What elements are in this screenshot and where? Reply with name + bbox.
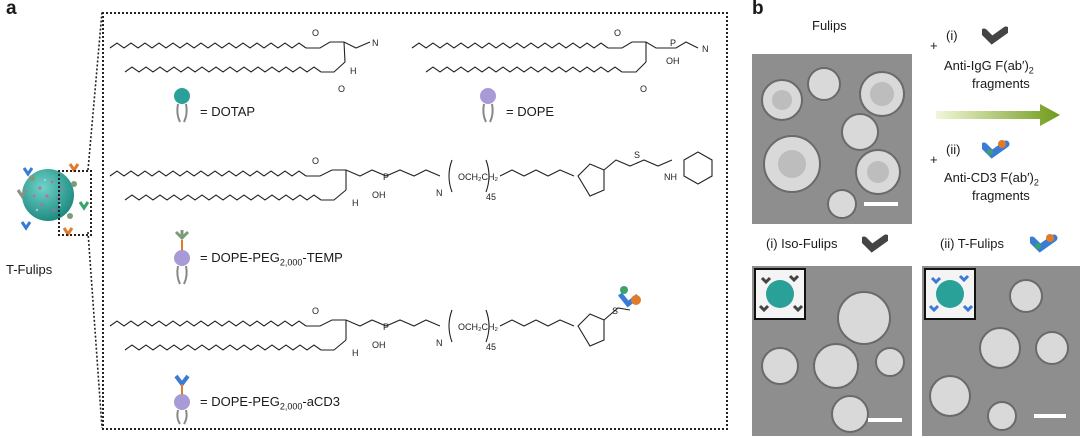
dotap-acyl-chain-lower <box>124 66 322 73</box>
step-ii-line2: fragments <box>972 188 1030 203</box>
zoom-box <box>58 170 92 236</box>
legend-prefix: = <box>200 394 212 409</box>
atom-oh: OH <box>666 56 680 66</box>
iso-fulips-title: (i) Iso-Fulips <box>766 236 838 251</box>
step-ii-subscript: 2 <box>1033 177 1039 188</box>
scale-bar <box>864 202 898 206</box>
legend-name: DOPE-PEG <box>211 250 280 265</box>
iso-fulips-tem-image <box>752 266 912 436</box>
t-fulips-title: (ii) T-Fulips <box>940 236 1005 251</box>
step-i-plus: + <box>930 38 938 53</box>
atom-h: H <box>350 66 357 76</box>
legend-dope-peg-temp: = DOPE-PEG2,000-TEMP <box>200 250 343 268</box>
step-ii-text: Anti-CD3 F(ab′) <box>944 170 1034 185</box>
step-ii-marker: (ii) <box>946 142 961 157</box>
peg-repeat-count: 45 <box>486 342 496 352</box>
dotap-acyl-chain-upper <box>109 42 307 49</box>
iso-fulips-fragment-icon <box>860 232 890 254</box>
legend-dotap: = DOTAP <box>200 104 255 119</box>
legend-name: DOPE <box>517 104 555 119</box>
dope-peg-temp-lipid-icon <box>174 230 190 285</box>
peg-repeat-unit: OCH₂CH₂ <box>458 322 498 332</box>
atom-n: N <box>436 338 443 348</box>
chemical-structures-box <box>102 12 728 430</box>
antibody-fragment-icon <box>618 286 641 308</box>
legend-name: DOPE-PEG <box>211 394 280 409</box>
legend-subscript: 2,000 <box>279 401 303 412</box>
peg-repeat-count: 45 <box>486 192 496 202</box>
atom-o: O <box>312 28 319 38</box>
panel-b-letter: b <box>752 0 764 19</box>
temp-acyl-chain-upper <box>109 170 307 177</box>
atom-o: O <box>312 156 319 166</box>
legend-dope-peg-acd3: = DOPE-PEG2,000-aCD3 <box>200 394 340 412</box>
atom-p: P <box>383 322 389 332</box>
dope-acyl-chain-lower <box>425 66 623 73</box>
atom-oh: OH <box>372 340 386 350</box>
temp-acyl-chain-lower <box>124 194 322 201</box>
atom-n-plus: N <box>702 44 709 54</box>
scale-bar <box>868 418 902 422</box>
fulips-title: Fulips <box>812 18 847 33</box>
legend-suffix: -aCD3 <box>302 394 340 409</box>
atom-s: S <box>612 306 618 316</box>
iso-fulips-inset <box>754 268 806 320</box>
step-i-marker: (i) <box>946 28 958 43</box>
anti-igg-fragment-icon <box>980 24 1010 46</box>
dotap-lipid-icon <box>174 88 190 123</box>
scale-bar <box>1034 414 1066 418</box>
atom-n-plus: N <box>372 38 379 48</box>
legend-name: DOTAP <box>211 104 256 119</box>
atom-h: H <box>352 198 359 208</box>
step-i-text: Anti-IgG F(ab′) <box>944 58 1029 73</box>
dope-lipid-icon <box>480 88 496 123</box>
t-fulips-inset <box>924 268 976 320</box>
step-ii-plus: + <box>930 152 938 167</box>
step-i-subscript: 2 <box>1028 65 1034 76</box>
step-i-line1: Anti-IgG F(ab′)2 <box>944 58 1034 76</box>
anti-cd3-fragment-icon <box>980 138 1010 162</box>
peg-repeat-unit: OCH₂CH₂ <box>458 172 498 182</box>
atom-o: O <box>640 84 647 94</box>
legend-prefix: = <box>506 104 518 119</box>
atom-n: N <box>436 188 443 198</box>
acd3-acyl-chain-lower <box>124 344 322 351</box>
legend-subscript: 2,000 <box>279 257 303 268</box>
dope-acyl-chain-upper <box>411 42 609 49</box>
atom-p: P <box>383 172 389 182</box>
legend-suffix: -TEMP <box>302 250 343 265</box>
atom-oh: OH <box>372 190 386 200</box>
t-fulips-fragment-icon <box>1028 232 1058 256</box>
dope-peg-acd3-lipid-icon <box>174 374 190 425</box>
t-fulips-tem-image <box>922 266 1080 436</box>
legend-prefix: = <box>200 250 212 265</box>
process-arrow <box>936 104 1060 126</box>
fulips-tem-image <box>752 54 912 224</box>
step-i-line2: fragments <box>972 76 1030 91</box>
legend-prefix: = <box>200 104 212 119</box>
atom-o: O <box>338 84 345 94</box>
step-ii-line1: Anti-CD3 F(ab′)2 <box>944 170 1039 188</box>
atom-nh: NH <box>664 172 677 182</box>
atom-o: O <box>614 28 621 38</box>
t-fulips-label: T-Fulips <box>6 262 53 277</box>
atom-o: O <box>312 306 319 316</box>
panel-a-letter: a <box>6 0 17 19</box>
atom-p: P <box>670 38 676 48</box>
acd3-acyl-chain-upper <box>109 320 307 327</box>
legend-dope: = DOPE <box>506 104 554 119</box>
atom-s: S <box>634 150 640 160</box>
atom-h: H <box>352 348 359 358</box>
